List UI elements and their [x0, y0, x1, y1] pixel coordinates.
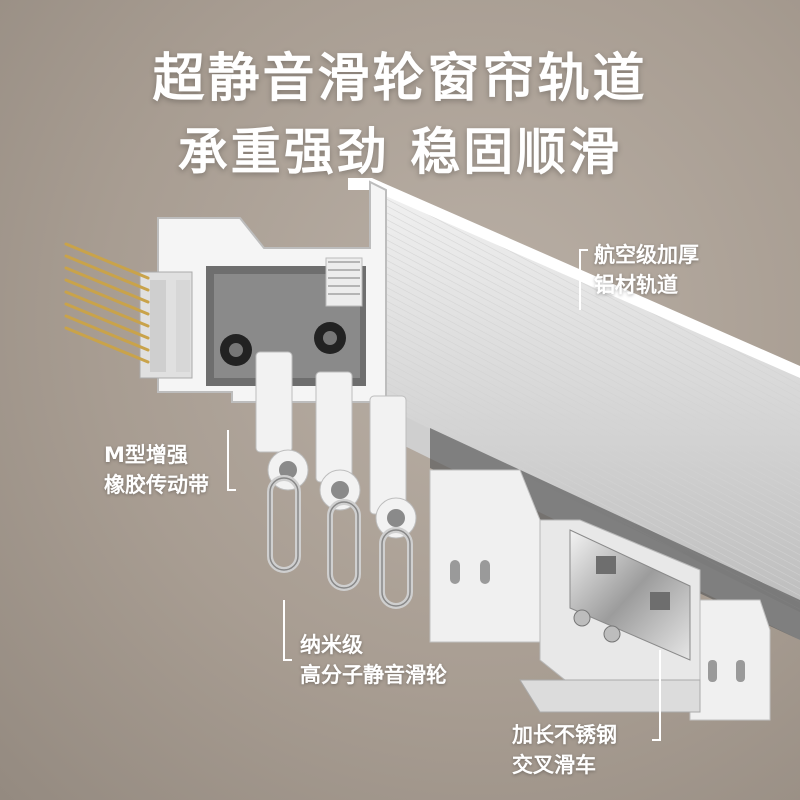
callout-aluminum-track-line-2: 铝材轨道 [594, 273, 678, 297]
headline-line-1: 超静音滑轮窗帘轨道 [152, 49, 648, 109]
callout-aluminum-track: 航空级加厚 铝材轨道 [594, 240, 699, 300]
callout-belt-line-1: M型增强 [104, 443, 188, 467]
callout-pulley-line-2: 高分子静音滑轮 [300, 663, 447, 687]
curtain-runners [255, 351, 417, 609]
callout-leaders [227, 249, 661, 741]
callout-crossover-line-1: 加长不锈钢 [512, 723, 617, 747]
runner [315, 371, 361, 591]
rubber-belt [64, 242, 193, 379]
runner [255, 351, 309, 573]
mount-brackets [429, 469, 771, 721]
callout-pulley-line-1: 纳米级 [300, 633, 363, 657]
callout-belt-line-2: 橡胶传动带 [104, 473, 209, 497]
callout-belt: M型增强 橡胶传动带 [104, 440, 209, 500]
callout-crossover: 加长不锈钢 交叉滑车 [512, 720, 617, 780]
callout-pulley: 纳米级 高分子静音滑轮 [300, 630, 447, 690]
headline-line-2: 承重强劲 稳固顺滑 [177, 123, 623, 181]
callout-crossover-line-2: 交叉滑车 [512, 753, 596, 777]
callout-aluminum-track-line-1: 航空级加厚 [594, 243, 699, 267]
runner [369, 395, 417, 609]
